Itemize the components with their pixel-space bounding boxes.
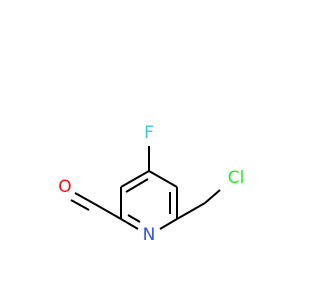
bond-c2-cho [92, 202, 122, 220]
molecule-structure: F N O Cl [58, 123, 245, 245]
bond-ch2-cl [204, 189, 221, 204]
bond-c2-n-inner [127, 214, 141, 223]
bond-n-c6 [159, 218, 178, 230]
bond-c4-c3 [120, 170, 150, 188]
bond-c5-c4 [148, 170, 178, 188]
bond-c2-n [120, 218, 139, 230]
atom-n-label: N [143, 225, 156, 245]
bond-cho-o [74, 192, 94, 204]
atom-f-label: F [144, 123, 154, 143]
bond-c4-c3-inner [125, 178, 149, 193]
bond-c6-ch2 [176, 202, 206, 220]
bond-cho-o-second [70, 199, 90, 211]
atom-cl-label: Cl [228, 168, 245, 188]
atom-o-label: O [58, 177, 71, 197]
structure-canvas: F N O Cl [58, 123, 245, 245]
